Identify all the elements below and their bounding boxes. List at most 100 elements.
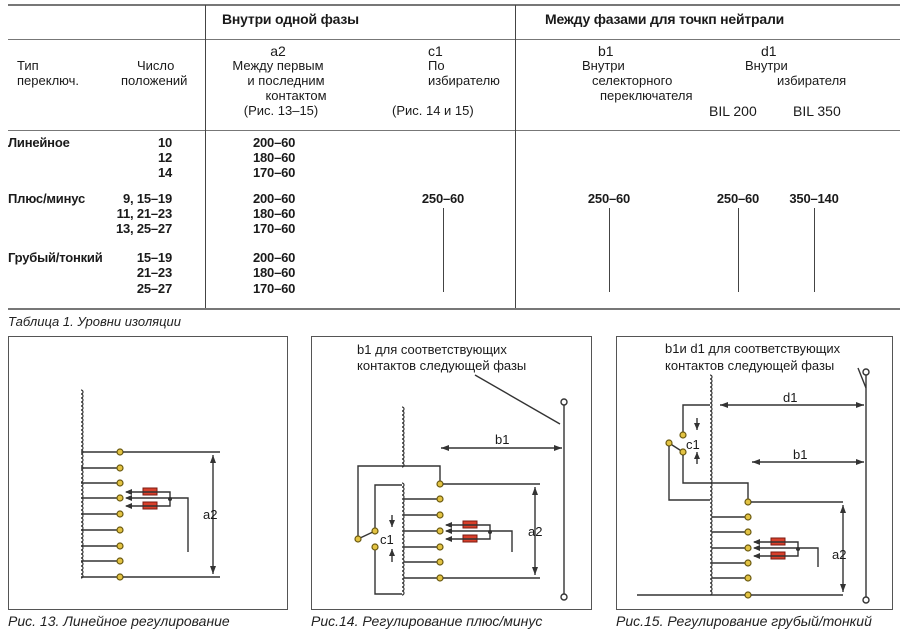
- contact-terminal: [436, 527, 444, 535]
- col-d1: d1: [761, 43, 777, 59]
- contact-terminal: [665, 439, 673, 447]
- winding-coil: [80, 389, 84, 579]
- col-positions: Число: [137, 58, 175, 73]
- fig14-note: контактов следующей фазы: [357, 358, 527, 373]
- fig14-label-c1: c1: [380, 532, 394, 547]
- span-line: [609, 208, 610, 292]
- arrow-head: [125, 489, 132, 509]
- arrow-head: [753, 539, 760, 559]
- contact-terminal: [116, 448, 124, 456]
- terminal-ring: [862, 596, 870, 604]
- col-c1: По: [428, 58, 445, 73]
- cell-a2: 170–60: [253, 165, 296, 180]
- contact-terminal: [371, 527, 379, 535]
- contact-terminal: [679, 431, 687, 439]
- junction-dot: [796, 547, 800, 551]
- col-c1: избирателю: [428, 73, 500, 88]
- col-c1: (Рис. 14 и 15): [392, 103, 474, 118]
- fig14-note: b1 для соответствующих: [357, 342, 507, 357]
- contact-terminal: [436, 543, 444, 551]
- contact-terminal: [744, 574, 752, 582]
- cell-a2: 180–60: [253, 265, 296, 280]
- col-a2: (Рис. 13–15): [243, 103, 319, 118]
- column-divider: [515, 5, 516, 308]
- span-line: [443, 208, 444, 292]
- body-rule: [8, 130, 900, 131]
- cell-positions: 10: [157, 135, 172, 150]
- col-b1: селекторного: [592, 73, 673, 88]
- table-caption: Таблица 1. Уровни изоляции: [8, 314, 181, 329]
- contact-terminal: [116, 557, 124, 565]
- cell-a2: 200–60: [253, 191, 296, 206]
- contact-terminal: [744, 559, 752, 567]
- junction-dot: [488, 530, 492, 534]
- leader-line: [857, 367, 867, 389]
- wire: [374, 550, 402, 595]
- fig15-label-a2: a2: [832, 547, 847, 562]
- row-type: Грубый/тонкий: [8, 250, 103, 265]
- contact-terminal: [116, 464, 124, 472]
- diverter-wire: [446, 530, 513, 552]
- contact-terminal: [744, 544, 752, 552]
- cell-a2: 200–60: [253, 250, 296, 265]
- cell-a2: 170–60: [253, 221, 296, 236]
- cell-positions: 21–23: [136, 265, 172, 280]
- cell-positions: 9, 15–19: [122, 191, 172, 206]
- contact-terminal: [354, 535, 362, 543]
- contact-terminal: [371, 543, 379, 551]
- fig14-label-a2: a2: [528, 524, 543, 539]
- contact-terminal: [436, 480, 444, 488]
- figure-15-frame: [616, 336, 893, 610]
- diverter-wire: [754, 547, 819, 567]
- contact-terminal: [436, 495, 444, 503]
- figure-14-caption: Рис.14. Регулирование плюс/минус: [311, 613, 543, 629]
- group-header-between: Между фазами для точкп нейтрали: [545, 11, 785, 27]
- fig15-label-b1: b1: [793, 447, 808, 462]
- winding-coil: [401, 406, 405, 468]
- fig15-note: контактов следующей фазы: [665, 358, 835, 373]
- col-type: переключ.: [17, 73, 79, 88]
- contact-terminal: [116, 510, 124, 518]
- cell-a2: 180–60: [253, 206, 296, 221]
- contact-terminal: [744, 498, 752, 506]
- cell-bil350: 350–140: [789, 191, 839, 206]
- wire: [374, 484, 402, 528]
- cell-positions: 12: [157, 150, 172, 165]
- col-c1: c1: [428, 43, 443, 59]
- col-b1: переключателя: [600, 88, 693, 103]
- leader-line: [474, 374, 561, 425]
- contact-terminal: [116, 573, 124, 581]
- junction-dot: [168, 497, 172, 501]
- wire: [682, 404, 710, 432]
- cell-b1: 250–60: [587, 191, 631, 206]
- col-a2: контактом: [265, 88, 327, 103]
- diverter-wire: [126, 497, 189, 552]
- wire: [682, 455, 749, 499]
- terminal-ring: [560, 593, 568, 601]
- header-rule: [8, 39, 900, 40]
- fig15-label-c1: c1: [686, 437, 700, 452]
- col-a2: a2: [270, 43, 286, 59]
- fig14-label-b1: b1: [495, 432, 510, 447]
- col-a2: Между первым: [232, 58, 324, 73]
- cell-a2: 180–60: [253, 150, 296, 165]
- fig15-label-d1: d1: [783, 390, 798, 405]
- contact-terminal: [436, 558, 444, 566]
- row-type: Плюс/минус: [8, 191, 85, 206]
- col-bil200: BIL 200: [709, 103, 757, 119]
- contact-terminal: [116, 479, 124, 487]
- col-a2: и последним: [247, 73, 325, 88]
- cell-c1: 250–60: [421, 191, 465, 206]
- contact-terminal: [436, 511, 444, 519]
- cell-positions: 14: [157, 165, 172, 180]
- cell-positions: 13, 25–27: [115, 221, 172, 236]
- terminal-ring: [560, 398, 568, 406]
- column-divider: [205, 5, 206, 308]
- table-bottom-rule: [8, 308, 900, 310]
- contact-terminal: [744, 528, 752, 536]
- figure-15-caption: Рис.15. Регулирование грубый/тонкий: [616, 613, 872, 629]
- wire: [357, 465, 402, 536]
- cell-positions: 11, 21–23: [116, 206, 173, 221]
